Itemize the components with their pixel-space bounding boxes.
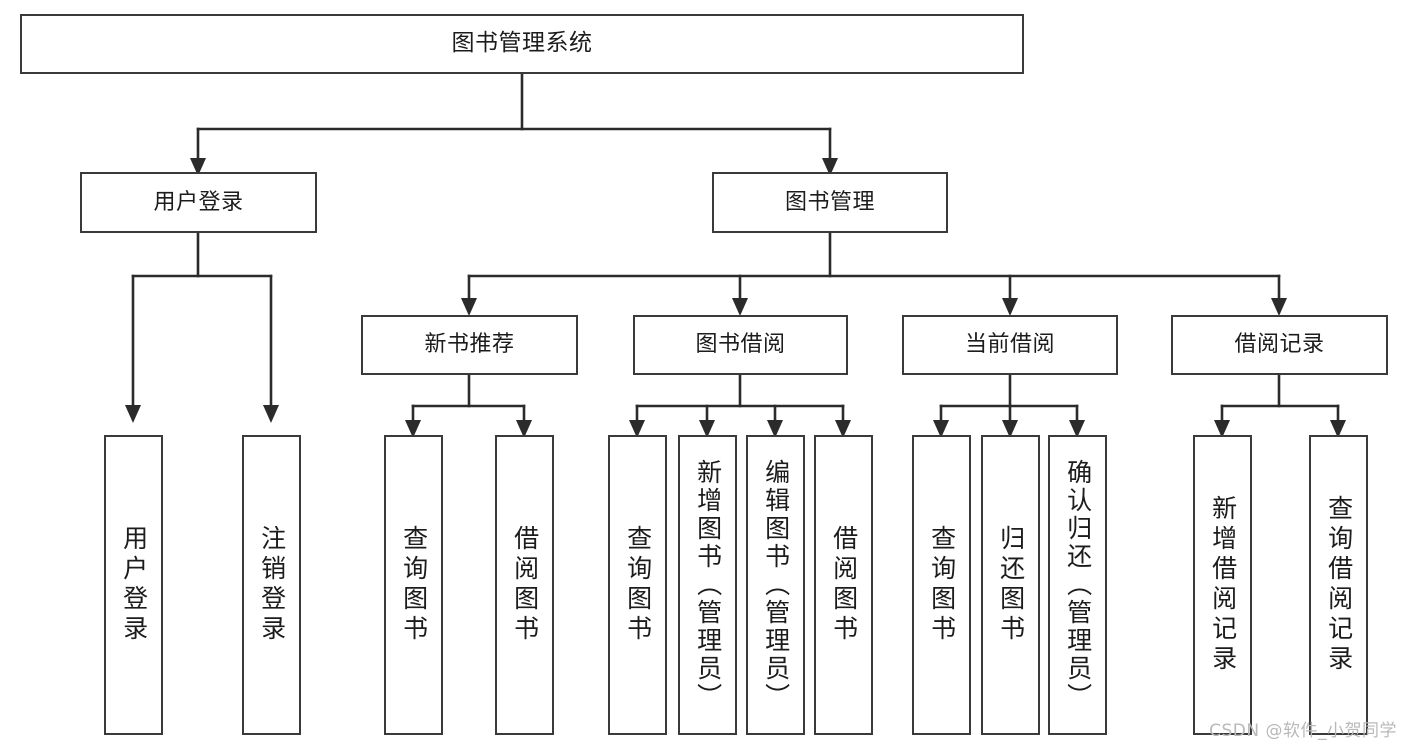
node-label: 图书管理系统 xyxy=(451,30,593,57)
leaf-query-book-borrow[interactable]: 查询图书 xyxy=(608,435,667,735)
leaf-borrow-book-newbook[interactable]: 借阅图书 xyxy=(495,435,554,735)
node-label: 借阅图书 xyxy=(510,525,540,645)
node-label: 新增借阅记录 xyxy=(1208,495,1238,675)
leaf-return-book[interactable]: 归还图书 xyxy=(981,435,1040,735)
leaf-user-login[interactable]: 用户登录 xyxy=(104,435,163,735)
node-label: 查询图书 xyxy=(927,525,957,645)
leaf-query-book-current[interactable]: 查询图书 xyxy=(912,435,971,735)
leaf-borrow-book[interactable]: 借阅图书 xyxy=(814,435,873,735)
leaf-edit-book-admin[interactable]: 编辑图书（管理员） xyxy=(746,435,805,735)
node-label: 查询图书 xyxy=(623,525,653,645)
node-label: 注销登录 xyxy=(257,525,287,645)
node-label: 查询借阅记录 xyxy=(1324,495,1354,675)
node-book-management[interactable]: 图书管理 xyxy=(712,172,948,233)
node-label: 确认归还（管理员） xyxy=(1063,459,1093,711)
leaf-confirm-return-admin[interactable]: 确认归还（管理员） xyxy=(1048,435,1107,735)
node-label: 归还图书 xyxy=(996,525,1026,645)
node-label: 图书管理 xyxy=(784,189,875,215)
node-label: 用户登录 xyxy=(119,525,149,645)
leaf-add-borrow-record[interactable]: 新增借阅记录 xyxy=(1193,435,1252,735)
node-label: 新增图书（管理员） xyxy=(693,459,723,711)
node-label: 当前借阅 xyxy=(964,332,1055,358)
node-root-system[interactable]: 图书管理系统 xyxy=(20,14,1024,74)
node-book-borrow[interactable]: 图书借阅 xyxy=(633,315,848,375)
leaf-query-borrow-record[interactable]: 查询借阅记录 xyxy=(1309,435,1368,735)
node-label: 用户登录 xyxy=(153,189,244,215)
node-label: 借阅记录 xyxy=(1234,332,1325,358)
node-new-book-recommend[interactable]: 新书推荐 xyxy=(361,315,578,375)
node-label: 查询图书 xyxy=(399,525,429,645)
node-label: 新书推荐 xyxy=(424,332,515,358)
node-user-login[interactable]: 用户登录 xyxy=(80,172,317,233)
node-current-borrow[interactable]: 当前借阅 xyxy=(902,315,1118,375)
node-label: 编辑图书（管理员） xyxy=(761,459,791,711)
leaf-logout[interactable]: 注销登录 xyxy=(242,435,301,735)
node-label: 图书借阅 xyxy=(695,332,786,358)
leaf-query-book-newbook[interactable]: 查询图书 xyxy=(384,435,443,735)
node-borrow-record[interactable]: 借阅记录 xyxy=(1171,315,1388,375)
node-label: 借阅图书 xyxy=(829,525,859,645)
leaf-add-book-admin[interactable]: 新增图书（管理员） xyxy=(678,435,737,735)
